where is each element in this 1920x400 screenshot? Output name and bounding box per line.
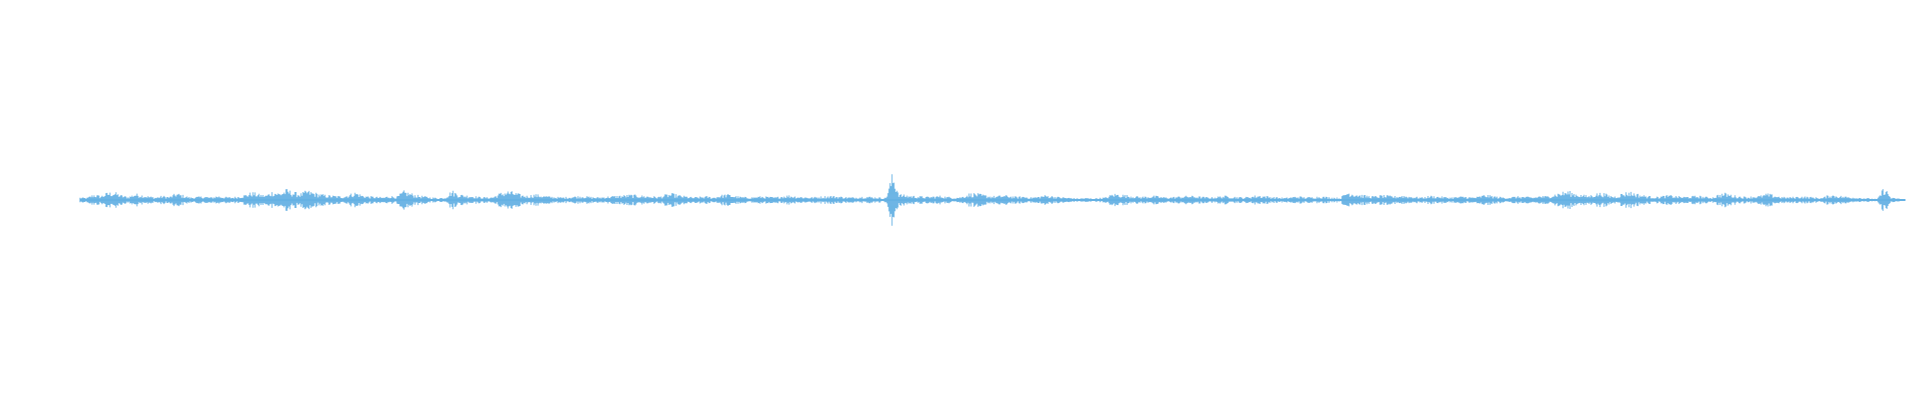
waveform-lines bbox=[79, 174, 1906, 226]
